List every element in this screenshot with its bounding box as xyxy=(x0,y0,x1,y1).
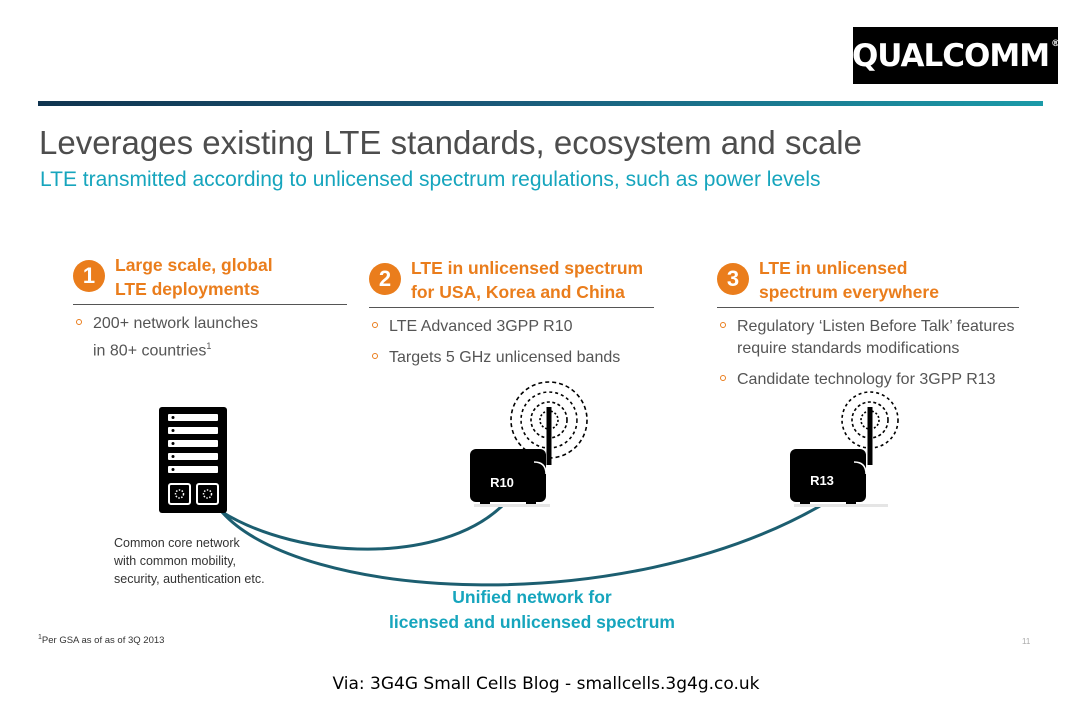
column-3-heading-line2: spectrum everywhere xyxy=(759,282,939,302)
footnote-ref: 1 xyxy=(206,341,212,351)
column-3-heading-line1: LTE in unlicensed xyxy=(759,258,908,278)
unified-network-label: Unified network for licensed and unlicen… xyxy=(372,585,692,635)
column-1-heading: 1 Large scale, global LTE deployments xyxy=(73,253,347,305)
column-2-bullets: LTE Advanced 3GPP R10 Targets 5 GHz unli… xyxy=(369,316,654,369)
bullet-item: 200+ network launches in 80+ countries1 xyxy=(73,313,347,362)
step-number-1: 1 xyxy=(73,260,105,292)
core-server-icon xyxy=(159,407,227,513)
column-2-heading-line2: for USA, Korea and China xyxy=(411,282,625,302)
bullet-item: Candidate technology for 3GPP R13 xyxy=(717,369,1019,391)
bullet-item: Targets 5 GHz unlicensed bands xyxy=(369,347,654,369)
step-number-3: 3 xyxy=(717,263,749,295)
column-2-heading-text: LTE in unlicensed spectrum for USA, Kore… xyxy=(411,256,643,304)
header-rule xyxy=(38,101,1043,106)
caption-line: security, authentication etc. xyxy=(114,572,265,586)
unified-line2: licensed and unlicensed spectrum xyxy=(389,612,675,632)
logo-reg-mark: ® xyxy=(1051,39,1060,49)
column-1-heading-line2: LTE deployments xyxy=(115,279,260,299)
page-number: 11 xyxy=(1022,637,1031,646)
bullet-line1: 200+ network launches xyxy=(93,315,258,332)
column-3-heading-text: LTE in unlicensed spectrum everywhere xyxy=(759,256,939,304)
column-1-bullets: 200+ network launches in 80+ countries1 xyxy=(73,313,347,362)
column-3-bullets: Regulatory ‘Listen Before Talk’ features… xyxy=(717,316,1019,391)
footnote: 1Per GSA as of as of 3Q 2013 xyxy=(38,634,164,646)
bullet-line1: Targets 5 GHz unlicensed bands xyxy=(389,349,621,366)
caption-line: Common core network xyxy=(114,536,240,550)
link-to-r10 xyxy=(221,504,504,551)
column-2-heading: 2 LTE in unlicensed spectrum for USA, Ko… xyxy=(369,256,654,308)
bullet-line1: Candidate technology for 3GPP R13 xyxy=(737,371,996,388)
footnote-text: Per GSA as of as of 3Q 2013 xyxy=(41,635,165,647)
small-cell-r10-icon xyxy=(470,381,588,507)
bullet-line2: require standards modifications xyxy=(737,340,960,357)
core-network-caption: Common core network with common mobility… xyxy=(114,534,265,588)
slide-title: Leverages existing LTE standards, ecosys… xyxy=(39,124,862,161)
source-credit: Via: 3G4G Small Cells Blog - smallcells.… xyxy=(332,674,760,694)
bullet-line1: LTE Advanced 3GPP R10 xyxy=(389,318,573,335)
bullet-item: LTE Advanced 3GPP R10 xyxy=(369,316,654,338)
bullet-line1: Regulatory ‘Listen Before Talk’ features xyxy=(737,318,1015,335)
logo-text: QUALCOMM xyxy=(851,37,1050,74)
qualcomm-logo: QUALCOMM® xyxy=(851,27,1060,84)
small-cell-r13-label: R13 xyxy=(810,473,834,488)
column-2: 2 LTE in unlicensed spectrum for USA, Ko… xyxy=(369,256,654,378)
slide-subtitle: LTE transmitted according to unlicensed … xyxy=(40,168,821,191)
column-1-heading-line1: Large scale, global xyxy=(115,255,273,275)
bullet-item: Regulatory ‘Listen Before Talk’ features… xyxy=(717,316,1019,360)
step-number-2: 2 xyxy=(369,263,401,295)
column-1-heading-text: Large scale, global LTE deployments xyxy=(115,253,273,301)
footnote-marker: 1 xyxy=(38,634,42,641)
link-to-r13 xyxy=(220,504,821,587)
column-3: 3 LTE in unlicensed spectrum everywhere … xyxy=(717,256,1019,400)
small-cell-r13-icon xyxy=(790,391,899,507)
column-2-heading-line1: LTE in unlicensed spectrum xyxy=(411,258,644,278)
caption-line: with common mobility, xyxy=(114,554,237,568)
column-1: 1 Large scale, global LTE deployments 20… xyxy=(73,253,347,371)
column-3-heading: 3 LTE in unlicensed spectrum everywhere xyxy=(717,256,1019,308)
unified-line1: Unified network for xyxy=(452,587,612,607)
small-cell-r10-label: R10 xyxy=(490,475,514,490)
bullet-line2: in 80+ countries xyxy=(93,342,207,360)
